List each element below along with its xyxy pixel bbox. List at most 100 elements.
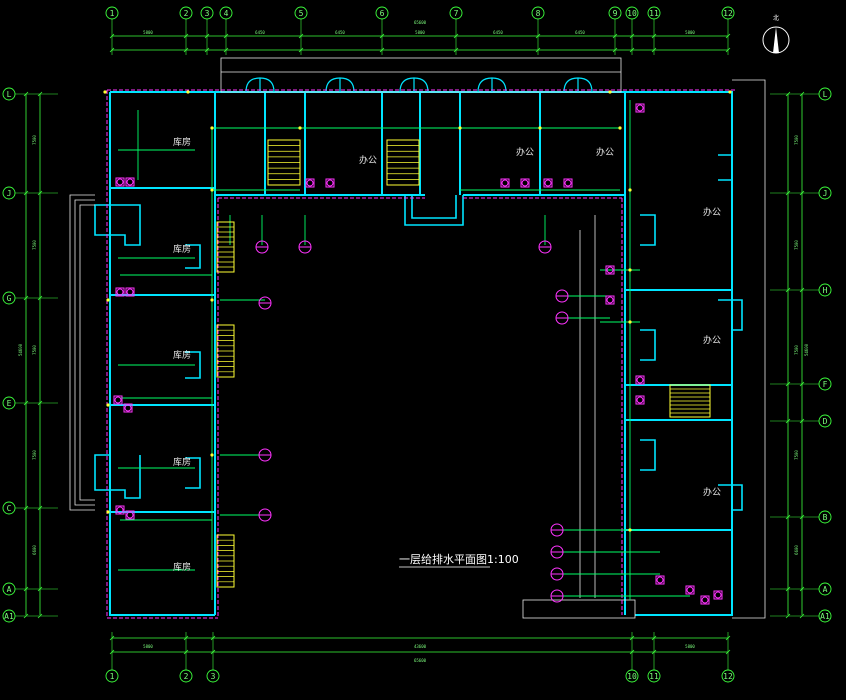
axis-bubble-top-5: 5 (294, 6, 308, 20)
fixture-symbol (113, 395, 123, 405)
svg-text:12: 12 (723, 9, 733, 18)
svg-text:7: 7 (454, 9, 459, 18)
room-label-storage-3: 库房 (173, 349, 191, 361)
axis-bubble-left-G: G (2, 291, 16, 305)
fixture-symbol (685, 585, 695, 595)
riser-symbol (538, 240, 552, 254)
axis-bubble-bottom-11: 11 (647, 669, 661, 683)
svg-text:2: 2 (184, 672, 189, 681)
svg-text:10: 10 (627, 672, 637, 681)
svg-text:L: L (7, 90, 12, 99)
pipe-node (628, 528, 632, 532)
riser-symbol (255, 240, 269, 254)
stair-west-3 (216, 534, 235, 588)
pipe-node (186, 90, 190, 94)
fixture-symbol (605, 295, 615, 305)
axis-bubble-right-A1: A1 (818, 609, 832, 623)
svg-text:6450: 6450 (335, 30, 345, 35)
svg-text:D: D (823, 417, 828, 426)
axis-bubble-right-J: J (818, 186, 832, 200)
drawing-title: 一层给排水平面图1:100 (399, 552, 519, 566)
sanitary-fixtures (113, 103, 723, 605)
pipe-nodes (103, 90, 732, 532)
svg-text:11: 11 (649, 672, 659, 681)
svg-text:6450: 6450 (575, 30, 585, 35)
building-walls (109, 91, 733, 616)
svg-text:1: 1 (110, 672, 115, 681)
svg-text:A: A (823, 585, 828, 594)
svg-text:1: 1 (110, 9, 115, 18)
axis-bubble-top-12: 12 (721, 6, 735, 20)
fixture-symbol (115, 505, 125, 515)
svg-text:5800: 5800 (685, 644, 695, 649)
axis-bubble-top-1: 1 (105, 6, 119, 20)
svg-text:2: 2 (184, 9, 189, 18)
dimension-texts: 5800 6450 6450 5800 6450 6450 5800 65600… (18, 20, 809, 663)
svg-text:G: G (7, 294, 12, 303)
fixture-symbol (305, 178, 315, 188)
exterior-outlines (69, 57, 766, 619)
svg-text:65600: 65600 (414, 658, 427, 663)
axis-bubble-bottom-3: 3 (206, 669, 220, 683)
pipe-node (628, 320, 632, 324)
svg-text:3: 3 (205, 9, 210, 18)
riser-symbol (555, 289, 569, 303)
svg-text:H: H (823, 286, 828, 295)
riser-symbol (550, 545, 564, 559)
fixture-symbol (700, 595, 710, 605)
svg-text:J: J (823, 189, 828, 198)
svg-text:7500: 7500 (794, 345, 799, 355)
room-label-storage-4: 库房 (173, 456, 191, 468)
riser-symbol (550, 523, 564, 537)
svg-text:11: 11 (649, 9, 659, 18)
svg-text:F: F (823, 380, 828, 389)
axis-bubble-top-6: 6 (375, 6, 389, 20)
svg-text:4: 4 (224, 9, 229, 18)
room-label-storage-1: 库房 (173, 136, 191, 148)
drainage-pipes (106, 89, 735, 619)
svg-text:9: 9 (613, 9, 618, 18)
fixture-symbol (520, 178, 530, 188)
axis-bubble-top-7: 7 (449, 6, 463, 20)
room-label-office-5: 办公 (703, 334, 721, 346)
pipe-node (728, 90, 732, 94)
svg-text:L: L (823, 90, 828, 99)
axis-bubble-right-A: A (818, 582, 832, 596)
riser-symbol (555, 311, 569, 325)
axis-bubble-right-F: F (818, 377, 832, 391)
riser-symbol (258, 296, 272, 310)
svg-text:7500: 7500 (794, 240, 799, 250)
pipe-risers (255, 240, 569, 603)
axis-bubble-left-E: E (2, 396, 16, 410)
svg-text:B: B (823, 513, 828, 522)
axis-bubble-left-A1: A1 (2, 609, 16, 623)
axis-bubble-top-2: 2 (179, 6, 193, 20)
pipe-node (106, 403, 110, 407)
room-labels: 库房 库房 库房 库房 库房 办公 办公 办公 办公 办公 办公 (173, 136, 721, 573)
stair-west-1 (216, 221, 235, 273)
svg-text:7500: 7500 (794, 135, 799, 145)
pipe-node (103, 90, 107, 94)
axis-bubble-top-4: 4 (219, 6, 233, 20)
svg-text:3: 3 (211, 672, 216, 681)
fixture-symbol (635, 103, 645, 113)
riser-symbol (258, 508, 272, 522)
svg-text:54600: 54600 (804, 343, 809, 356)
fixture-symbol (713, 590, 723, 600)
svg-text:12: 12 (723, 672, 733, 681)
svg-text:7500: 7500 (794, 450, 799, 460)
pipe-node (106, 510, 110, 514)
svg-text:A: A (7, 585, 12, 594)
svg-text:A1: A1 (4, 612, 14, 621)
fixture-symbol (655, 575, 665, 585)
room-label-office-3: 办公 (596, 146, 614, 158)
svg-text:8: 8 (536, 9, 541, 18)
svg-text:7500: 7500 (32, 135, 37, 145)
axis-bubble-right-H: H (818, 283, 832, 297)
fixture-symbol (543, 178, 553, 188)
svg-text:E: E (7, 399, 12, 408)
pipe-node (298, 126, 302, 130)
room-label-office-6: 办公 (703, 486, 721, 498)
